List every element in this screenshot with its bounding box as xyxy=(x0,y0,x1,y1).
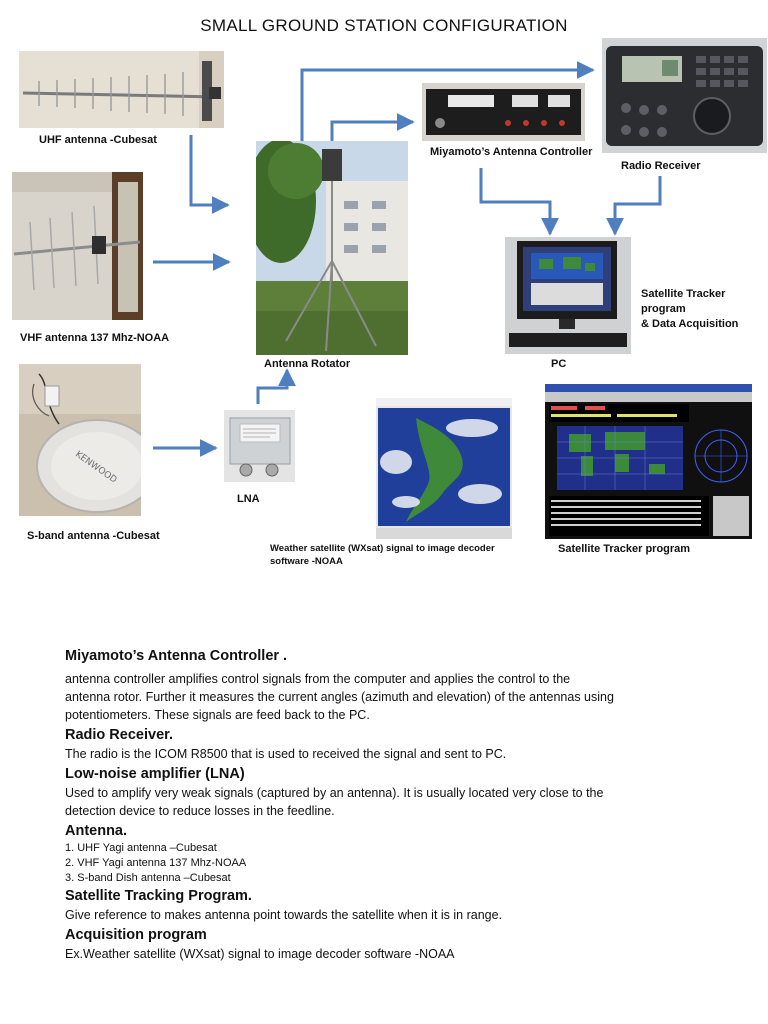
arrow-lna-to-rotator xyxy=(256,368,296,404)
arrow-rotator-to-controller xyxy=(330,113,415,141)
connection-arrows xyxy=(153,61,662,457)
weather-satellite-caption-line-2: software -NOAA xyxy=(270,556,343,567)
antenna-heading: Antenna. xyxy=(65,823,128,839)
acquisition-text: Ex.Weather satellite (WXsat) signal to i… xyxy=(65,947,455,961)
lna-text-2: detection device to reduce losses in the… xyxy=(65,804,335,818)
antenna-list-item: 2. VHF Yagi antenna 137 Mhz-NOAA xyxy=(65,857,247,869)
antenna-list: 1. UHF Yagi antenna –Cubesat 2. VHF Yagi… xyxy=(65,841,705,886)
tracker-side-line-1: Satellite Tracker xyxy=(641,288,726,300)
antenna-rotator-photo xyxy=(256,141,408,355)
lna-text-1: Used to amplify very weak signals (captu… xyxy=(65,786,604,800)
acquisition-heading: Acquisition program xyxy=(65,927,207,943)
pc-photo xyxy=(505,237,631,354)
controller-text-1: antenna controller amplifies control sig… xyxy=(65,672,571,686)
arrow-radio-to-pc xyxy=(606,176,662,236)
page-title: SMALL GROUND STATION CONFIGURATION xyxy=(200,16,568,35)
antenna-list-item: 1. UHF Yagi antenna –Cubesat xyxy=(65,842,217,854)
antenna-controller-label: Miyamoto’s Antenna Controller xyxy=(430,146,593,158)
vhf-antenna-label: VHF antenna 137 Mhz-NOAA xyxy=(20,332,170,344)
satellite-tracker-screenshot xyxy=(545,384,752,539)
controller-text-3: potentiometers. These signals are feed b… xyxy=(65,708,370,722)
antenna-rotator-label: Antenna Rotator xyxy=(264,358,351,370)
sband-antenna-photo: KENWOOD xyxy=(19,364,141,516)
arrow-controller-to-pc xyxy=(479,168,559,236)
radio-receiver-label: Radio Receiver xyxy=(621,160,701,172)
controller-text-2: antenna rotor. Further it measures the c… xyxy=(65,690,614,704)
arrow-uhf-to-rotator xyxy=(189,135,230,214)
tracker-side-label: Satellite Tracker program & Data Acquisi… xyxy=(641,287,738,332)
tracking-text: Give reference to makes antenna point to… xyxy=(65,908,503,922)
tracking-heading: Satellite Tracking Program. xyxy=(65,888,252,904)
arrow-rotator-to-radio xyxy=(300,61,595,141)
description-section: Miyamoto’s Antenna Controller . antenna … xyxy=(65,646,705,964)
lna-heading: Low-noise amplifier (LNA) xyxy=(65,766,245,782)
radio-receiver-photo xyxy=(602,38,767,153)
lna-photo xyxy=(224,410,295,482)
antenna-controller-photo xyxy=(422,83,585,141)
uhf-antenna-label: UHF antenna -Cubesat xyxy=(39,134,157,146)
weather-satellite-screenshot xyxy=(376,398,512,539)
weather-satellite-caption-line-1: Weather satellite (WXsat) signal to imag… xyxy=(270,543,495,554)
weather-satellite-caption: Weather satellite (WXsat) signal to imag… xyxy=(270,542,495,568)
lna-label: LNA xyxy=(237,493,260,505)
antenna-list-item: 3. S-band Dish antenna –Cubesat xyxy=(65,872,231,884)
vhf-antenna-photo xyxy=(12,172,143,320)
radio-heading: Radio Receiver. xyxy=(65,727,173,743)
pc-label: PC xyxy=(551,358,567,370)
tracker-side-line-2: program xyxy=(641,303,686,315)
tracker-side-line-3: & Data Acquisition xyxy=(641,318,739,330)
uhf-antenna-photo xyxy=(19,51,224,128)
controller-heading: Miyamoto’s Antenna Controller . xyxy=(65,648,288,664)
satellite-tracker-caption: Satellite Tracker program xyxy=(558,543,691,555)
radio-text: The radio is the ICOM R8500 that is used… xyxy=(65,747,507,761)
sband-antenna-label: S-band antenna -Cubesat xyxy=(27,530,160,542)
